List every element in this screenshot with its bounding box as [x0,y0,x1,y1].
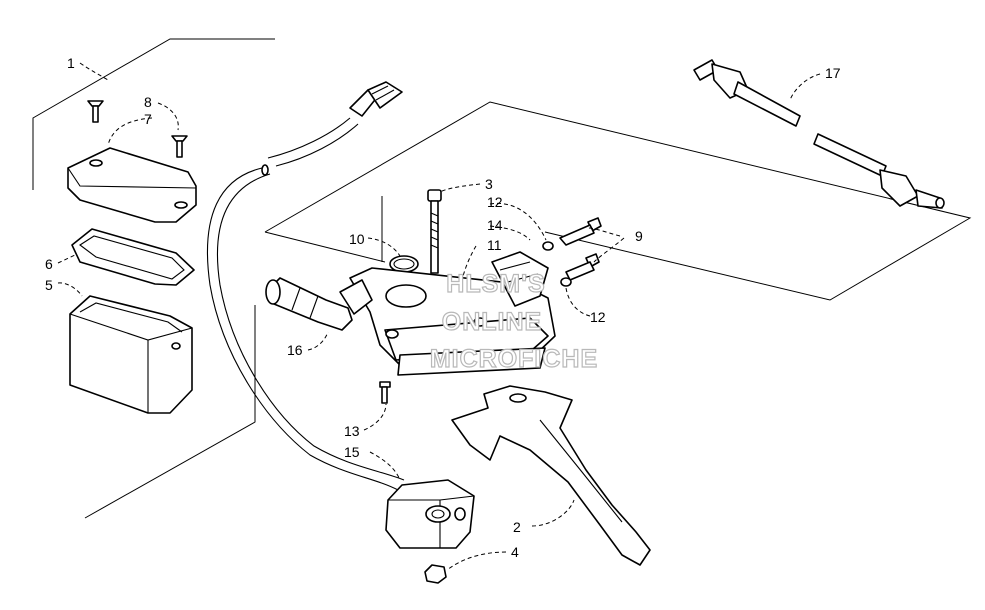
washer [542,241,572,287]
brake-lever [451,385,651,566]
brake-hose [206,117,405,491]
brake-light-switch [385,479,475,549]
hose-connector [349,81,403,117]
lever-nut [424,564,447,584]
reservoir-body [69,295,193,414]
diaphragm-gasket [71,228,195,286]
callout-4: 4 [511,544,519,560]
callout-11: 11 [487,237,502,253]
callout-6: 6 [45,256,53,272]
callout-15: 15 [344,444,360,460]
o-ring [389,255,419,273]
watermark-line-1: HLSM'S [446,270,545,298]
callout-14: 14 [487,217,503,233]
watermark-line-3: MICROFICHE [430,345,598,373]
callout-10: 10 [349,231,365,247]
callout-12-upper: 12 [487,194,503,210]
reservoir-cover [67,147,197,223]
cover-screw [87,100,188,158]
leader-lines [57,62,821,571]
callout-17: 17 [825,65,841,81]
callout-2: 2 [513,519,521,535]
master-cylinder-bolt [427,189,442,274]
watermark-line-2: ONLINE [442,308,542,336]
callout-8: 8 [144,94,152,110]
callout-9: 9 [635,228,643,244]
housing-screw [379,381,391,404]
master-cylinder-housing [339,251,556,376]
callout-labels: 1 2 3 4 5 6 7 8 9 10 11 12 12 13 14 15 1… [45,55,841,560]
callout-16: 16 [287,342,303,358]
pivot-bolt [559,217,602,281]
piston-assembly [265,277,353,331]
callout-5: 5 [45,277,53,293]
callout-3: 3 [485,176,493,192]
reservoir-group-frame [32,38,275,519]
cable-assembly [693,59,945,209]
callout-7: 7 [144,111,152,127]
callout-1: 1 [67,55,75,71]
master-cylinder-group-frame [264,101,972,301]
watermark: HLSM'S ONLINE MICROFICHE [429,269,598,373]
callout-12-lower: 12 [590,309,606,325]
callout-13: 13 [344,423,360,439]
